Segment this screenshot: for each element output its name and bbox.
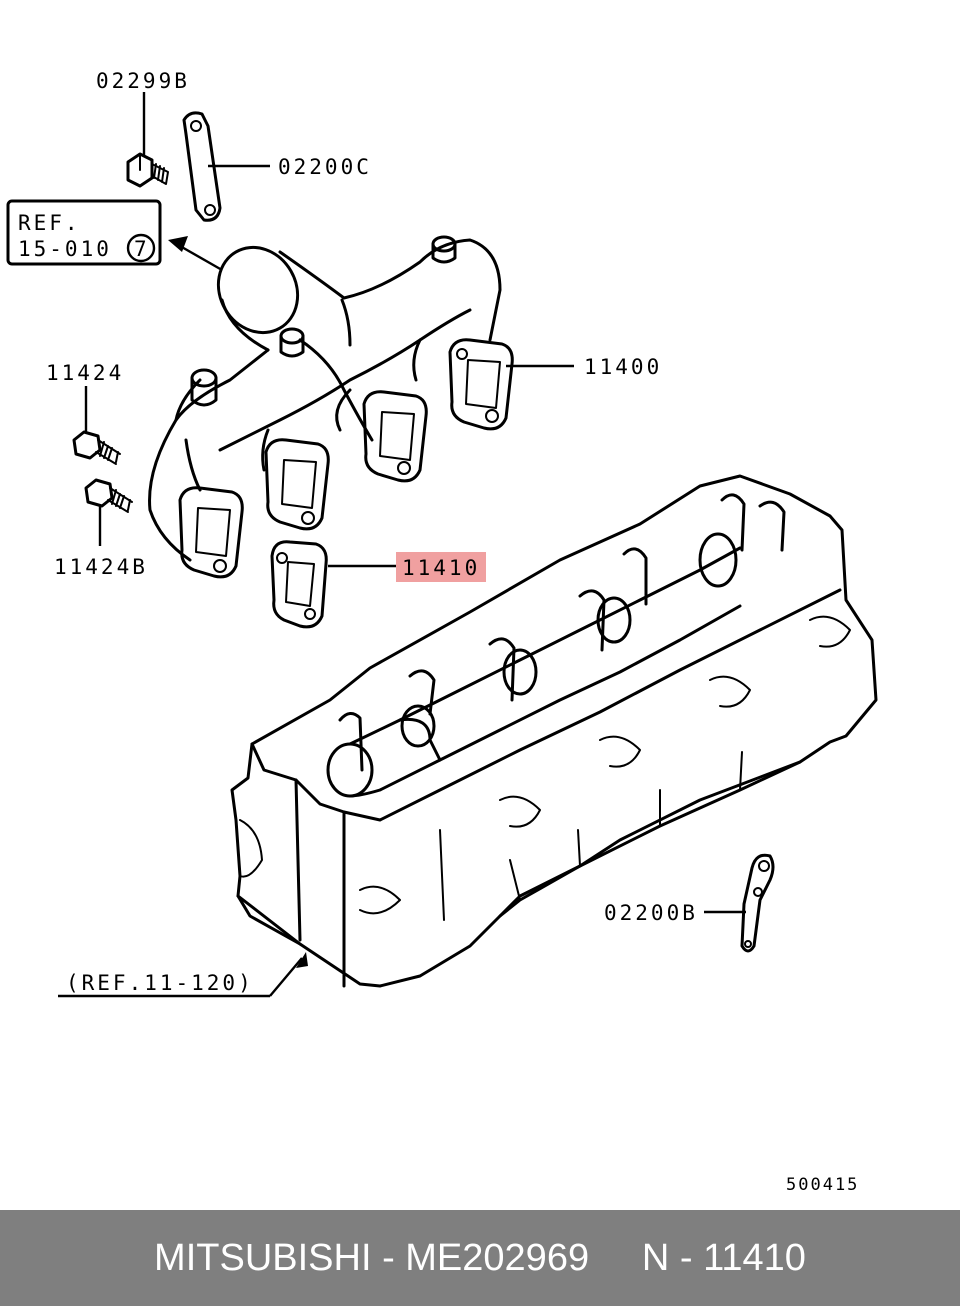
- gasket-11410: [270, 540, 328, 629]
- parts-diagram: 02299B 02200C REF. 15-010 7: [6, 69, 878, 1195]
- ref-box-line1: REF.: [18, 211, 81, 235]
- label-11400: 11400: [584, 355, 662, 379]
- ref-box-circle-number: 7: [134, 237, 147, 261]
- footer-part-number: MITSUBISHI - ME202969 N - 11410: [154, 1236, 806, 1279]
- bolt-11424: [72, 430, 121, 465]
- exhaust-manifold-11400: [148, 235, 514, 579]
- label-11424b: 11424B: [54, 555, 148, 579]
- cylinder-head: [230, 474, 878, 988]
- ref-leader: [58, 952, 308, 998]
- label-02200b: 02200B: [604, 901, 698, 925]
- label-02299b: 02299B: [96, 69, 190, 93]
- label-02200c: 02200C: [278, 155, 372, 179]
- diagram-code: 500415: [786, 1175, 859, 1195]
- bolt-11424b: [84, 478, 133, 513]
- footer-bar: MITSUBISHI - ME202969 N - 11410: [0, 1210, 960, 1306]
- arrow-to-ref: [168, 236, 223, 272]
- bolt-02299b: [126, 152, 169, 188]
- bracket-02200c: [182, 111, 222, 222]
- gasket-highlight: [396, 552, 486, 582]
- ref-box-line2: 15-010: [18, 237, 112, 261]
- ref-box: REF. 15-010 7: [6, 199, 162, 266]
- label-11410: 11410: [402, 556, 480, 580]
- bracket-02200b: [740, 853, 775, 953]
- label-11424: 11424: [46, 361, 124, 385]
- label-ref-11-120: (REF.11-120): [66, 971, 254, 995]
